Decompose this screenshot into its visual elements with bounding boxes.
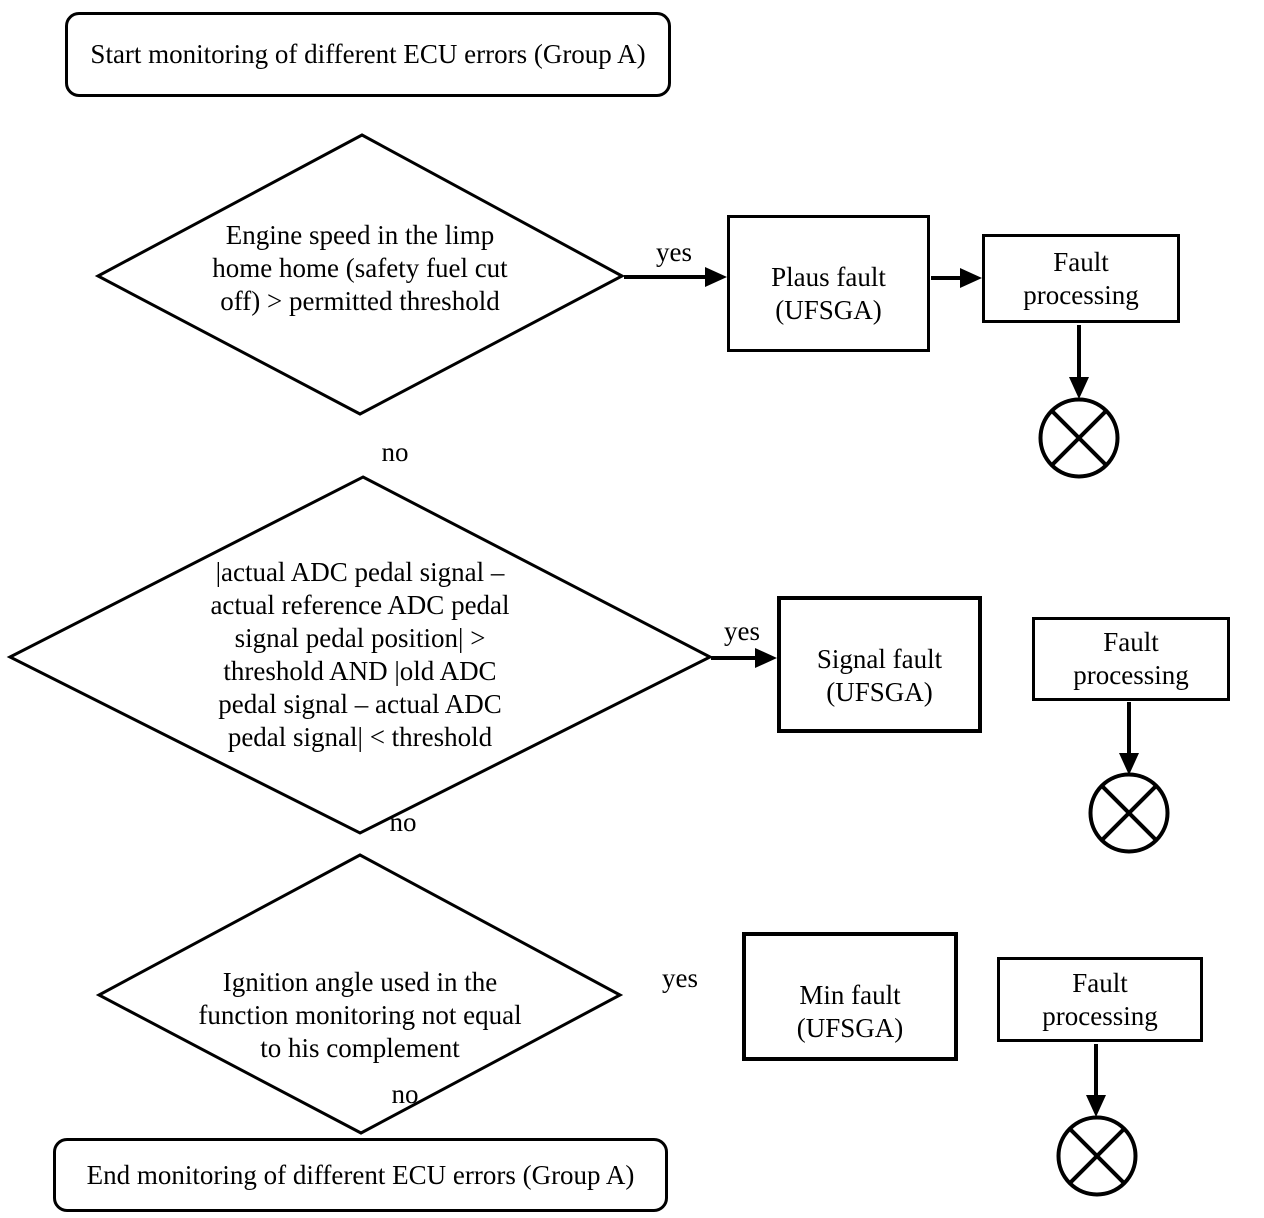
fault-1-label: Plaus fault (UFSGA) xyxy=(771,262,886,325)
decision-2-yes-label: yes xyxy=(724,616,760,646)
process-1-label: Fault processing xyxy=(1023,246,1139,310)
process-2-box: Fault processing xyxy=(1032,617,1230,701)
start-node: Start monitoring of different ECU errors… xyxy=(65,12,671,97)
end-node-label: End monitoring of different ECU errors (… xyxy=(86,1159,635,1190)
arrow-process3-to-terminator3 xyxy=(1086,1044,1106,1117)
decision-1-no-label: no xyxy=(381,437,409,467)
arrow-decision1-to-fault1 xyxy=(624,267,727,287)
decision-2-diamond xyxy=(6,475,714,835)
arrow-fault1-to-process1 xyxy=(931,268,982,288)
decision-3-no-label: no xyxy=(391,1079,419,1109)
decision-2-text: |actual ADC pedal signal – actual refere… xyxy=(210,557,510,752)
fault-1-box: Plaus fault (UFSGA) xyxy=(727,215,930,352)
decision-1-yes-label: yes xyxy=(656,237,692,267)
process-3-box: Fault processing xyxy=(997,957,1203,1042)
crossed-circle-terminator-3 xyxy=(1056,1115,1138,1197)
crossed-circle-terminator-1 xyxy=(1038,397,1120,479)
fault-2-label: Signal fault (UFSGA) xyxy=(816,644,943,707)
arrow-process1-to-terminator1 xyxy=(1069,325,1089,399)
fault-2-box: Signal fault (UFSGA) xyxy=(777,596,982,733)
start-node-label: Start monitoring of different ECU errors… xyxy=(90,39,646,69)
decision-1-text: Engine speed in the limp home home (safe… xyxy=(212,220,508,316)
decision-1-diamond xyxy=(94,133,626,416)
process-3-label: Fault processing xyxy=(1042,967,1158,1031)
fault-3-box: Min fault (UFSGA) xyxy=(742,932,958,1061)
decision-2-no-label: no xyxy=(389,807,417,837)
crossed-circle-terminator-2 xyxy=(1088,772,1170,854)
arrow-decision2-to-fault2 xyxy=(711,648,777,668)
decision-3-text: Ignition angle used in the function moni… xyxy=(198,967,522,1063)
fault-3-label: Min fault (UFSGA) xyxy=(796,980,904,1043)
arrow-process2-to-terminator2 xyxy=(1119,702,1139,775)
decision-3-diamond xyxy=(95,853,624,1135)
decision-3-yes-label: yes xyxy=(662,963,698,993)
process-2-label: Fault processing xyxy=(1073,627,1189,690)
end-node: End monitoring of different ECU errors (… xyxy=(53,1138,668,1212)
process-1-box: Fault processing xyxy=(982,234,1180,323)
